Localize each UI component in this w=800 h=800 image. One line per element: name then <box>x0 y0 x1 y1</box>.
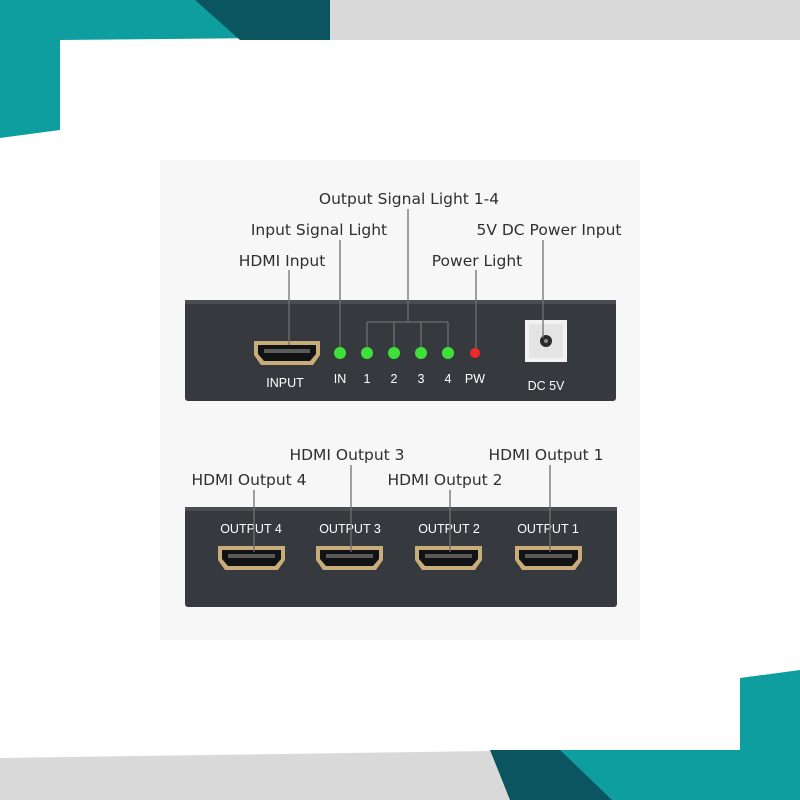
hdmi-output-4-port <box>218 546 285 570</box>
dc-label: DC 5V <box>528 379 565 393</box>
front-panel-body <box>185 300 616 401</box>
led-in <box>334 347 346 359</box>
status-leds <box>334 347 480 359</box>
callout-output-signal-light: Output Signal Light 1-4 <box>319 190 499 208</box>
callout-hdmi-output-2: HDMI Output 2 <box>387 471 502 489</box>
rear-panel-top-edge <box>185 507 617 511</box>
front-panel-top-edge <box>185 300 616 304</box>
led-2 <box>388 347 400 359</box>
hdmi-output-2-port <box>415 546 482 570</box>
led-4 <box>442 347 454 359</box>
callout-dc-power-input: 5V DC Power Input <box>476 221 621 239</box>
frame-teal-bottom-right <box>560 670 800 800</box>
input-port-label: INPUT <box>266 376 304 390</box>
led-label-2: 2 <box>391 372 398 386</box>
led-label-4: 4 <box>445 372 452 386</box>
callout-input-signal-light: Input Signal Light <box>251 221 387 239</box>
output-1-label: OUTPUT 1 <box>517 522 579 536</box>
rear-panel-body <box>185 507 617 607</box>
output-4-label: OUTPUT 4 <box>220 522 282 536</box>
front-panel: INPUT IN 1 2 3 4 PW DC 5V <box>185 300 616 401</box>
frame-grey-bottom <box>0 750 560 800</box>
led-label-1: 1 <box>364 372 371 386</box>
led-label-3: 3 <box>418 372 425 386</box>
callout-hdmi-output-3: HDMI Output 3 <box>289 446 404 464</box>
led-3 <box>415 347 427 359</box>
frame-grey-top <box>300 0 800 40</box>
led-label-in: IN <box>334 372 347 386</box>
frame-teal-top-left <box>0 0 270 138</box>
dc-power-jack <box>525 320 567 362</box>
callout-hdmi-output-4: HDMI Output 4 <box>191 471 306 489</box>
hdmi-output-3-port <box>316 546 383 570</box>
output-2-label: OUTPUT 2 <box>418 522 480 536</box>
callout-hdmi-output-1: HDMI Output 1 <box>488 446 603 464</box>
rear-panel: OUTPUT 4 OUTPUT 3 OUTPUT 2 OUTPUT 1 <box>185 507 617 607</box>
output-3-label: OUTPUT 3 <box>319 522 381 536</box>
frame-dark-teal-top <box>195 0 330 40</box>
hdmi-output-1-port <box>515 546 582 570</box>
led-pw <box>470 348 480 358</box>
rear-leader-lines <box>253 465 551 552</box>
hdmi-input-port <box>254 341 320 365</box>
led-label-pw: PW <box>465 372 485 386</box>
front-leader-lines <box>288 209 544 348</box>
led-1 <box>361 347 373 359</box>
callout-hdmi-input: HDMI Input <box>239 252 326 270</box>
callout-power-light: Power Light <box>432 252 522 270</box>
